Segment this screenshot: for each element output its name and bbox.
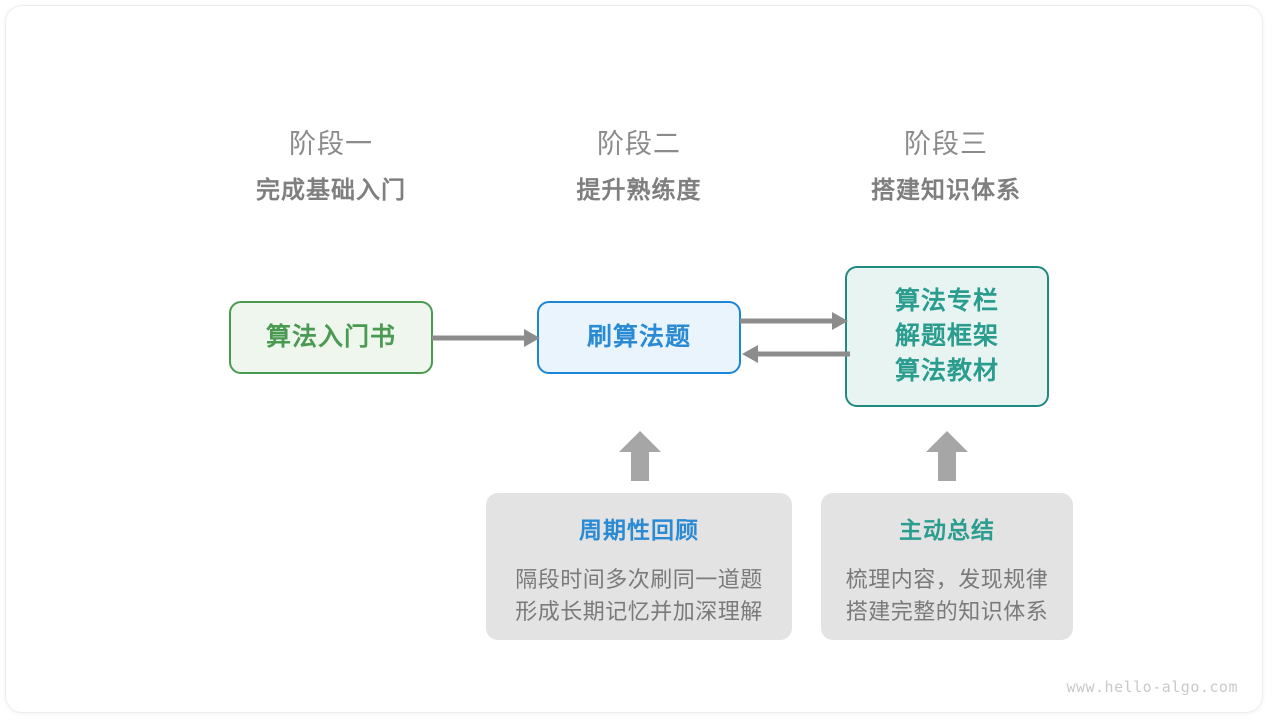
stage-number: 阶段一 — [289, 129, 373, 159]
stage-header-3: 阶段三 搭建知识体系 — [816, 127, 1076, 206]
note-card-body-line: 形成长期记忆并加深理解 — [515, 599, 763, 624]
stage-number: 阶段三 — [904, 129, 988, 159]
connector-book-to-practice — [432, 329, 540, 347]
note-card-body: 隔段时间多次刷同一道题 形成长期记忆并加深理解 — [515, 564, 763, 628]
flow-box-line: 解题框架 — [894, 322, 999, 350]
connector-practice-to-resources — [740, 312, 848, 330]
watermark: www.hello-algo.com — [1066, 678, 1238, 696]
note-card-title: 周期性回顾 — [579, 517, 699, 543]
flow-box-line: 算法专栏 — [894, 287, 999, 315]
note-card-title: 主动总结 — [899, 517, 995, 543]
note-card-periodic-review[interactable]: 周期性回顾 隔段时间多次刷同一道题 形成长期记忆并加深理解 — [486, 493, 792, 640]
flow-box-practice-problems[interactable]: 刷算法题 — [537, 301, 741, 374]
flow-box-intro-book[interactable]: 算法入门书 — [229, 301, 433, 374]
note-card-body-line: 隔段时间多次刷同一道题 — [515, 567, 763, 592]
flow-box-line: 刷算法题 — [586, 323, 691, 351]
note-card-body-line: 搭建完整的知识体系 — [845, 599, 1049, 624]
connector-resources-to-practice — [742, 345, 850, 363]
note-card-active-summary[interactable]: 主动总结 梳理内容，发现规律 搭建完整的知识体系 — [821, 493, 1073, 640]
stage-number: 阶段二 — [597, 129, 681, 159]
note-card-body-line: 梳理内容，发现规律 — [845, 567, 1049, 592]
connector-summary-to-resources — [926, 431, 968, 481]
note-card-body: 梳理内容，发现规律 搭建完整的知识体系 — [846, 564, 1049, 628]
stage-header-1: 阶段一 完成基础入门 — [201, 127, 461, 206]
stage-title: 完成基础入门 — [256, 177, 406, 204]
flow-box-line: 算法入门书 — [265, 323, 396, 351]
connector-review-to-practice — [619, 431, 661, 481]
flow-box-knowledge-resources[interactable]: 算法专栏 解题框架 算法教材 — [845, 266, 1049, 407]
stage-title: 搭建知识体系 — [871, 177, 1021, 204]
flow-box-line: 算法教材 — [894, 357, 999, 385]
stage-header-2: 阶段二 提升熟练度 — [509, 127, 769, 206]
stage-title: 提升熟练度 — [576, 177, 702, 204]
